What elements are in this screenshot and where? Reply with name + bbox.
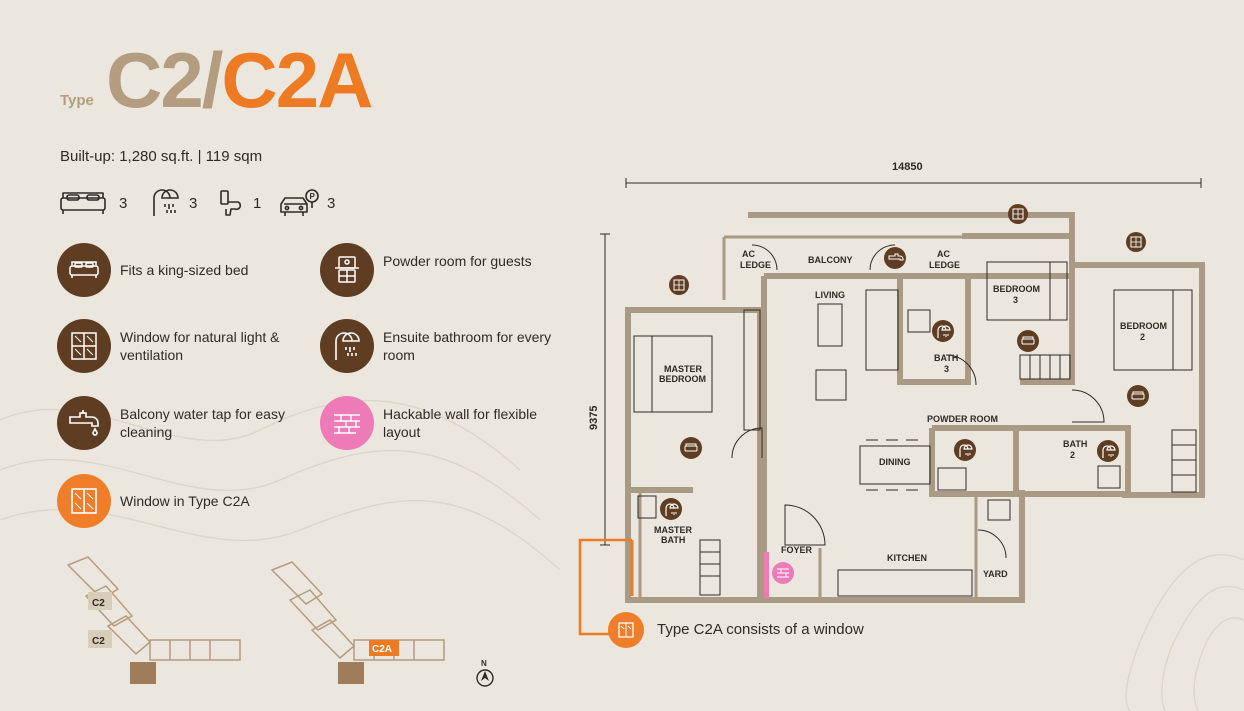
- feature-water-tap: Balcony water tap for easy cleaning: [57, 396, 287, 450]
- label-bedroom-2b: 2: [1140, 332, 1145, 342]
- label-powder-room: POWDER ROOM: [927, 414, 998, 424]
- label-living: LIVING: [815, 290, 845, 300]
- title-type-name: C2/C2A: [106, 36, 373, 124]
- feature-powder-room-text: Powder room for guests: [383, 253, 532, 269]
- label-ac-ledge-1b: LEDGE: [740, 260, 771, 270]
- bathroom-count-value: 3: [189, 195, 198, 212]
- width-dimension: 14850: [892, 161, 923, 173]
- window-icon: [71, 332, 97, 360]
- feature-window-c2a-text: Window in Type C2A: [120, 493, 250, 509]
- feature-king-bed-text: Fits a king-sized bed: [120, 262, 249, 278]
- feature-king-bed: Fits a king-sized bed: [57, 243, 287, 297]
- label-master-bedroom-a: MASTER: [664, 364, 703, 374]
- north-label: N: [481, 659, 487, 668]
- water-tap-icon: [69, 410, 99, 436]
- label-ac-ledge-2a: AC: [937, 249, 950, 259]
- keyplan-label-c2-top: C2: [92, 598, 105, 609]
- hackable-wall-icon: [334, 414, 360, 434]
- label-balcony: BALCONY: [808, 255, 853, 265]
- bed-icon: [60, 192, 106, 214]
- king-bed-icon: [69, 261, 99, 278]
- title-prefix: Type: [60, 92, 94, 109]
- keyplan-label-c2a: C2A: [372, 644, 392, 655]
- window-c2a-badge-icon: [608, 612, 644, 648]
- feature-ensuite-bathroom: Ensuite bathroom for every room: [320, 319, 552, 373]
- toilet-icon: [220, 190, 242, 216]
- feature-powder-room: Powder room for guests: [320, 243, 550, 297]
- height-dimension: 9375: [588, 406, 600, 430]
- c2a-window-note: Type C2A consists of a window: [657, 621, 864, 638]
- label-kitchen: KITCHEN: [887, 553, 927, 563]
- ensuite-shower-icon: [335, 332, 360, 360]
- label-master-bedroom-b: BEDROOM: [659, 374, 706, 384]
- bedroom-count-value: 3: [119, 195, 128, 212]
- hackable-wall-badge-icon: [772, 562, 794, 584]
- label-master-bath-b: BATH: [661, 535, 685, 545]
- label-ac-ledge-1a: AC: [742, 249, 755, 259]
- label-master-bath-a: MASTER: [654, 525, 693, 535]
- room-labels: AC LEDGE BALCONY AC LEDGE BEDROOM 3 BEDR…: [654, 249, 1167, 579]
- window-c2a-icon: [71, 488, 97, 514]
- label-foyer: FOYER: [781, 545, 813, 555]
- feature-ensuite-bathroom-text: Ensuite bathroom for every room: [383, 329, 552, 363]
- feature-window-c2a: Window in Type C2A: [57, 474, 287, 528]
- feature-hackable-wall-text: Hackable wall for flexible layout: [383, 406, 538, 440]
- keyplan-label-c2-bottom: C2: [92, 636, 105, 647]
- water-tap-badge-icon: [884, 247, 906, 269]
- label-ac-ledge-2b: LEDGE: [929, 260, 960, 270]
- feature-window-text: Window for natural light & ventilation: [120, 329, 280, 363]
- label-bedroom-3b: 3: [1013, 295, 1018, 305]
- feature-water-tap-text: Balcony water tap for easy cleaning: [120, 406, 285, 440]
- title-slash: /: [201, 36, 224, 124]
- title-type-b: C2A: [221, 36, 373, 124]
- label-dining: DINING: [879, 457, 911, 467]
- svg-text:P: P: [310, 192, 316, 201]
- powder-room-icon: [335, 256, 359, 283]
- north-arrow-icon: [476, 669, 494, 687]
- label-bath-2a: BATH: [1063, 439, 1087, 449]
- label-bath-2b: 2: [1070, 450, 1075, 460]
- car-parking-icon: P: [280, 189, 319, 216]
- parking-count-value: 3: [327, 195, 336, 212]
- label-yard: YARD: [983, 569, 1008, 579]
- shower-icon: [153, 189, 179, 216]
- toilet-count-value: 1: [253, 195, 262, 212]
- label-bath-3b: 3: [944, 364, 949, 374]
- label-bedroom-2a: BEDROOM: [1120, 321, 1167, 331]
- label-bedroom-3a: BEDROOM: [993, 284, 1040, 294]
- title-type-a: C2: [106, 36, 204, 124]
- feature-window: Window for natural light & ventilation: [57, 319, 287, 373]
- built-up-area: Built-up: 1,280 sq.ft. | 119 sqm: [60, 148, 263, 165]
- label-bath-3a: BATH: [934, 353, 958, 363]
- feature-hackable-wall: Hackable wall for flexible layout: [320, 396, 550, 450]
